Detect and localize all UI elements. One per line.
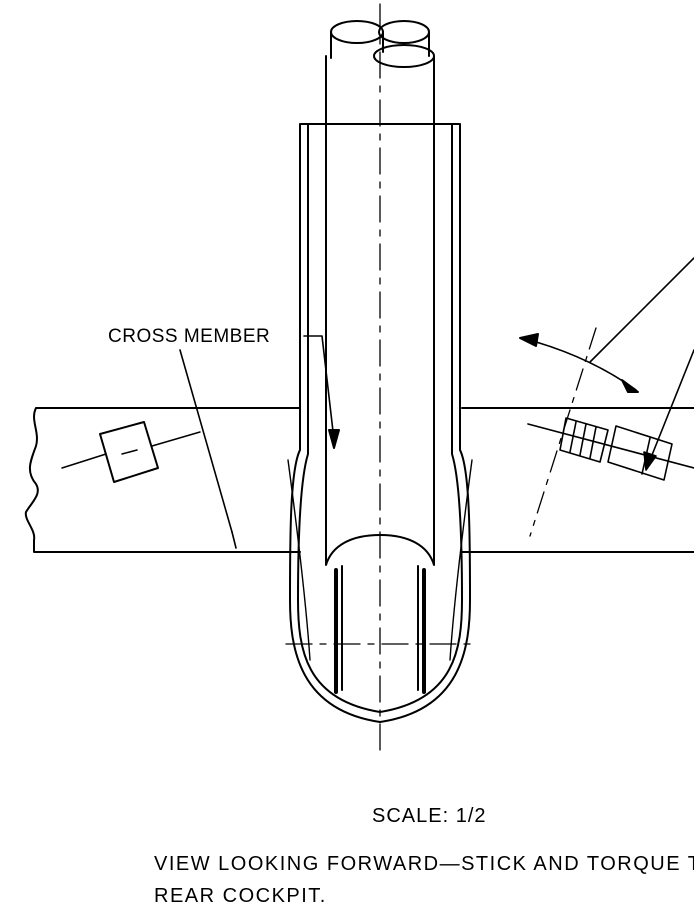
cross-member-leader [179, 349, 237, 549]
cross-member-arrow [303, 335, 340, 449]
torque-tube-motion [519, 257, 694, 537]
cross-member-right [461, 407, 694, 553]
cross-member-label: CROSS MEMBER [108, 326, 270, 347]
cross-member-left [24, 407, 301, 553]
scale-label: SCALE: 1/2 [372, 805, 487, 827]
rod-end-fitting [527, 349, 694, 481]
view-caption-line1: VIEW LOOKING FORWARD—STICK AND TORQUE TU… [154, 853, 694, 875]
view-caption-line2: REAR COCKPIT. [154, 885, 327, 907]
inner-bore [334, 565, 426, 694]
square-fitting [61, 421, 201, 483]
center-lines [285, 3, 477, 753]
